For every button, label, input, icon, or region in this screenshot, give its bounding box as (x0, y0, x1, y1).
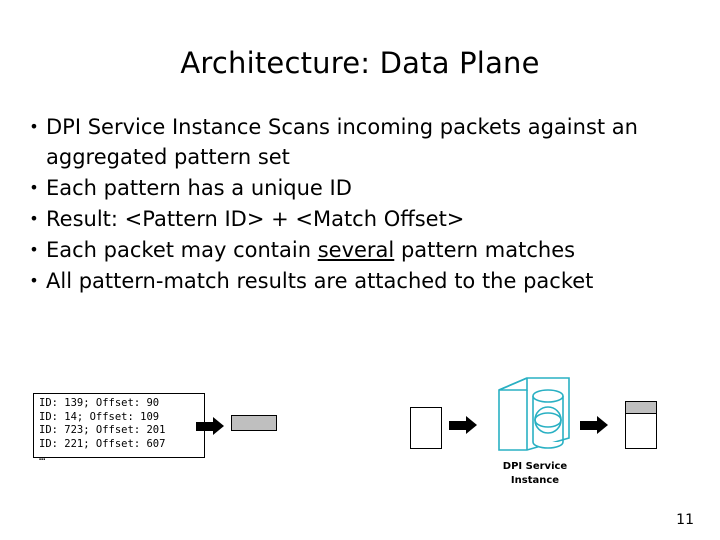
page-number: 11 (676, 512, 694, 528)
arrow-right-icon (449, 416, 477, 434)
arrow-right-icon (580, 416, 608, 434)
bullet-marker: • (29, 117, 39, 136)
bullet-marker: • (29, 178, 39, 197)
packet-incoming (410, 407, 442, 449)
bullet-text: DPI Service Instance Scans incoming pack… (46, 115, 638, 169)
match-results-box: ID: 139; Offset: 90 ID: 14; Offset: 109 … (33, 393, 205, 463)
service-label-line-2: Instance (510, 475, 560, 486)
bullet-marker: • (29, 240, 39, 259)
bullet-text: Each packet may contain several pattern … (46, 238, 576, 262)
arrow-right-icon (196, 417, 224, 435)
bullet-list: • DPI Service Instance Scans incoming pa… (22, 112, 700, 297)
bullet-text: Result: <Pattern ID> + <Match Offset> (46, 207, 465, 231)
dpi-service-instance-icon (487, 376, 575, 458)
bullet-marker: • (29, 271, 39, 290)
data-plane-diagram: ID: 139; Offset: 90 ID: 14; Offset: 109 … (0, 368, 720, 508)
packet-outgoing-results-header (625, 401, 657, 414)
bullet-marker: • (29, 209, 39, 228)
page-title: Architecture: Data Plane (180, 46, 540, 80)
list-item: • Result: <Pattern ID> + <Match Offset> (22, 204, 700, 234)
packet-results-block (231, 415, 277, 431)
list-item: • Each packet may contain several patter… (22, 235, 700, 265)
list-item: • DPI Service Instance Scans incoming pa… (22, 112, 700, 172)
service-label-line-1: DPI Service (502, 461, 568, 472)
dpi-service-instance-label: DPI Service Instance (470, 460, 600, 488)
bullet-text: All pattern-match results are attached t… (46, 269, 594, 293)
list-item: • Each pattern has a unique ID (22, 173, 700, 203)
bullet-text: Each pattern has a unique ID (46, 176, 352, 200)
list-item: • All pattern-match results are attached… (22, 266, 700, 296)
